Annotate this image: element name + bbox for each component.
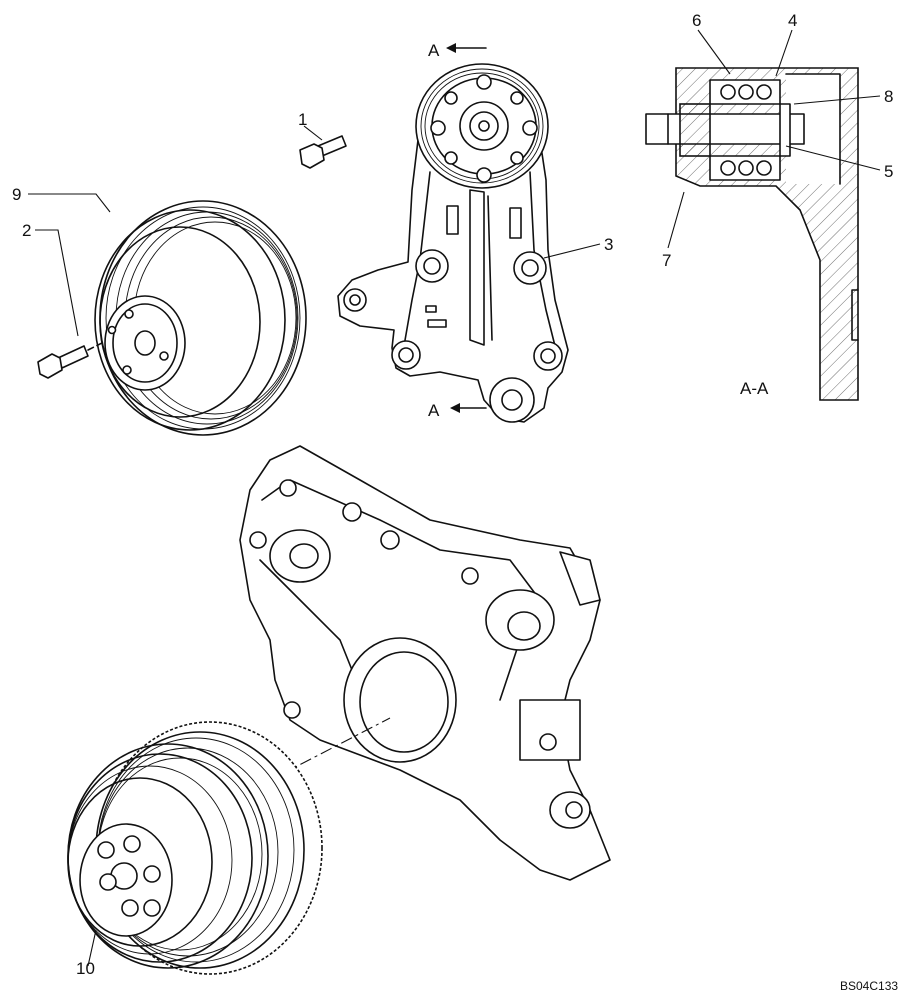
belt-pulley-drawing xyxy=(94,200,307,436)
section-view-label: A-A xyxy=(740,379,769,398)
callout-6: 6 xyxy=(692,11,701,30)
crank-pulley-drawing xyxy=(67,721,323,975)
callout-10: 10 xyxy=(76,959,95,978)
section-view-a-a-drawing xyxy=(645,67,859,401)
callout-3: 3 xyxy=(604,235,613,254)
idler-bracket-drawing xyxy=(337,43,569,423)
section-arrow-top-label: A xyxy=(428,41,440,60)
section-arrow-bottom-label: A xyxy=(428,401,440,420)
callout-8: 8 xyxy=(884,87,893,106)
drawing-code: BS04C133 xyxy=(840,979,898,993)
front-cover-drawing xyxy=(239,445,611,881)
callout-4: 4 xyxy=(788,11,797,30)
callout-1: 1 xyxy=(298,110,307,129)
callout-7: 7 xyxy=(662,251,671,270)
callout-9: 9 xyxy=(12,185,21,204)
callout-5: 5 xyxy=(884,162,893,181)
leader-lines xyxy=(28,29,881,967)
pulley-bolt-drawing xyxy=(37,341,105,379)
bracket-bolt-drawing xyxy=(299,135,347,169)
callout-2: 2 xyxy=(22,221,31,240)
